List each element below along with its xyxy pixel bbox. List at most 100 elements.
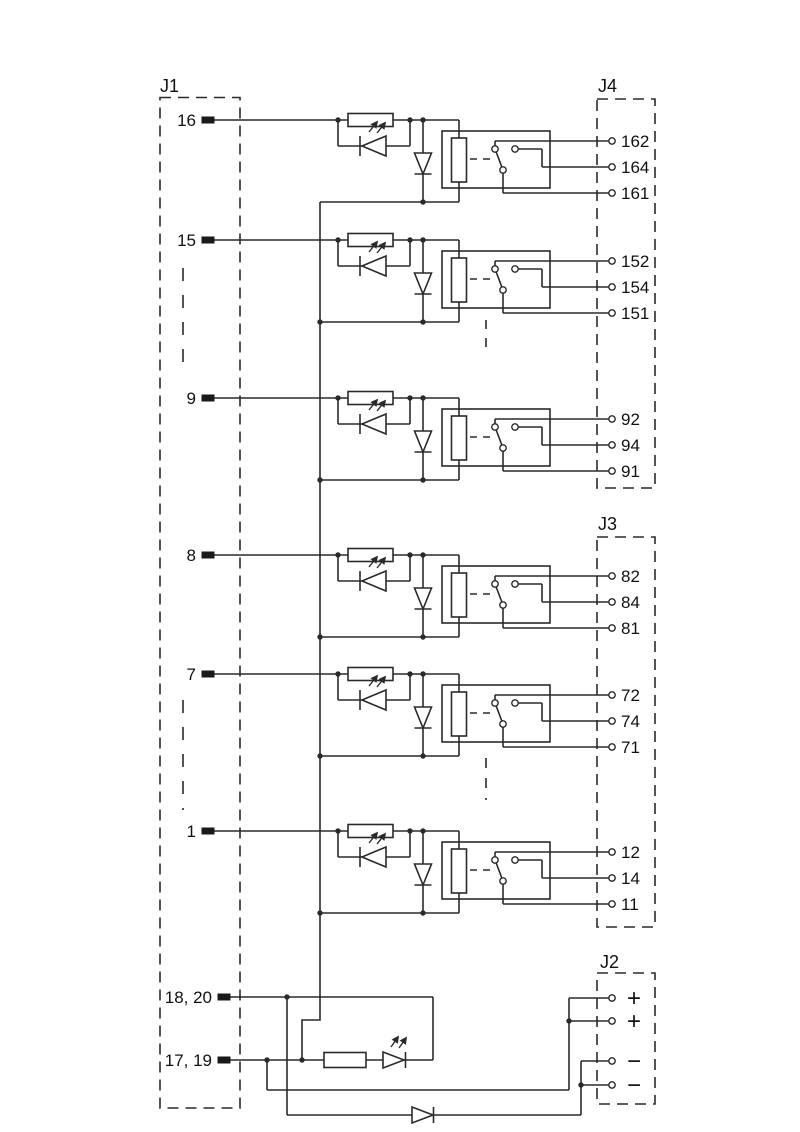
junction-dot	[420, 199, 426, 205]
junction-dot	[407, 671, 413, 677]
diode-symbol	[413, 430, 433, 455]
j2-pin-symbol: −	[627, 1072, 641, 1099]
junction-dot	[299, 1057, 305, 1063]
pin-terminal	[608, 900, 616, 908]
j1-pin-label: 16	[177, 111, 196, 130]
led-arrow-head	[378, 399, 387, 408]
pin-terminal	[608, 137, 616, 145]
led-arrow-head	[370, 120, 379, 129]
j1-pin-label: 17, 19	[165, 1051, 212, 1070]
diode-symbol	[413, 587, 433, 612]
pin-terminal	[511, 580, 519, 588]
output-pin-label: 91	[621, 462, 640, 481]
relay-outline	[441, 841, 551, 900]
junction-dot	[335, 828, 341, 834]
pin-terminal	[511, 856, 519, 864]
switch-arm	[495, 151, 503, 168]
j1-pin-label: 7	[187, 665, 196, 684]
output-pin-label: 12	[621, 843, 640, 862]
pin-terminal	[511, 423, 519, 431]
j2-pin-symbol: +	[627, 1008, 641, 1035]
diode-symbol	[413, 706, 433, 731]
junction-dot	[335, 237, 341, 243]
output-pin-label: 164	[621, 158, 649, 177]
pin-terminal	[491, 699, 499, 707]
led-arrow-head	[378, 121, 387, 130]
junction-dot	[420, 753, 426, 759]
diode-symbol	[411, 1105, 436, 1125]
junction-dot	[420, 671, 426, 677]
led-symbol	[359, 254, 387, 278]
led-arrow-head	[399, 1036, 408, 1045]
j1-pin-label: 9	[187, 389, 196, 408]
junction-dot	[407, 828, 413, 834]
junction-dot	[578, 1082, 584, 1088]
led-arrow-head	[391, 1035, 400, 1044]
pin-terminal	[608, 189, 616, 197]
pin-terminal	[608, 743, 616, 751]
pin-terminal	[511, 145, 519, 153]
junction-dot	[420, 828, 426, 834]
pin-terminal	[608, 283, 616, 291]
led-arrow-head	[370, 398, 379, 407]
diode-symbol	[413, 272, 433, 297]
output-pin-label: 81	[621, 619, 640, 638]
relay-outline	[441, 130, 551, 189]
relay-outline	[441, 250, 551, 309]
j1-pin	[217, 1056, 231, 1064]
j1-pin	[201, 394, 215, 402]
pin-terminal	[608, 257, 616, 265]
pin-terminal	[608, 1081, 616, 1089]
j2-pin-symbol: −	[627, 1048, 641, 1075]
pin-terminal	[499, 166, 507, 174]
connector-outline	[596, 972, 656, 1105]
resistor	[347, 547, 394, 563]
led-arrow-head	[370, 674, 379, 683]
pin-terminal	[608, 598, 616, 606]
led-arrow-head	[370, 240, 379, 249]
junction-dot	[407, 237, 413, 243]
output-pin-label: 151	[621, 304, 649, 323]
switch-arm	[495, 271, 503, 288]
pin-terminal	[608, 441, 616, 449]
output-pin-label: 161	[621, 184, 649, 203]
relay-outline	[441, 565, 551, 624]
pin-terminal	[608, 994, 616, 1002]
relay-channel: 16 162 164 161	[177, 111, 649, 205]
led-symbol	[382, 1050, 407, 1070]
led-symbol	[359, 134, 387, 158]
j1-pin-label: 1	[187, 822, 196, 841]
relay-coil	[450, 415, 468, 461]
j1-pin	[201, 827, 215, 835]
output-pin-label: 152	[621, 252, 649, 271]
output-pin-label: 11	[621, 895, 639, 914]
led-arrow-head	[370, 555, 379, 564]
common-bus	[301, 202, 321, 1060]
junction-dot	[420, 477, 426, 483]
relay-coil	[450, 691, 468, 737]
pin-terminal	[608, 717, 616, 725]
connector-label-j3: J3	[598, 514, 617, 534]
switch-arm	[495, 705, 503, 722]
pin-terminal	[499, 601, 507, 609]
relay-coil	[450, 848, 468, 894]
bus-wire	[301, 202, 321, 1060]
junction-dot	[335, 552, 341, 558]
output-pin-label: 162	[621, 132, 649, 151]
connector-outline	[596, 536, 656, 928]
pin-terminal	[608, 1017, 616, 1025]
led-arrow-head	[370, 831, 379, 840]
led-symbol	[359, 412, 387, 436]
pin-terminal	[608, 163, 616, 171]
pin-terminal	[511, 265, 519, 273]
resistor	[323, 1051, 367, 1069]
pin-terminal	[511, 699, 519, 707]
relay-coil	[450, 572, 468, 618]
